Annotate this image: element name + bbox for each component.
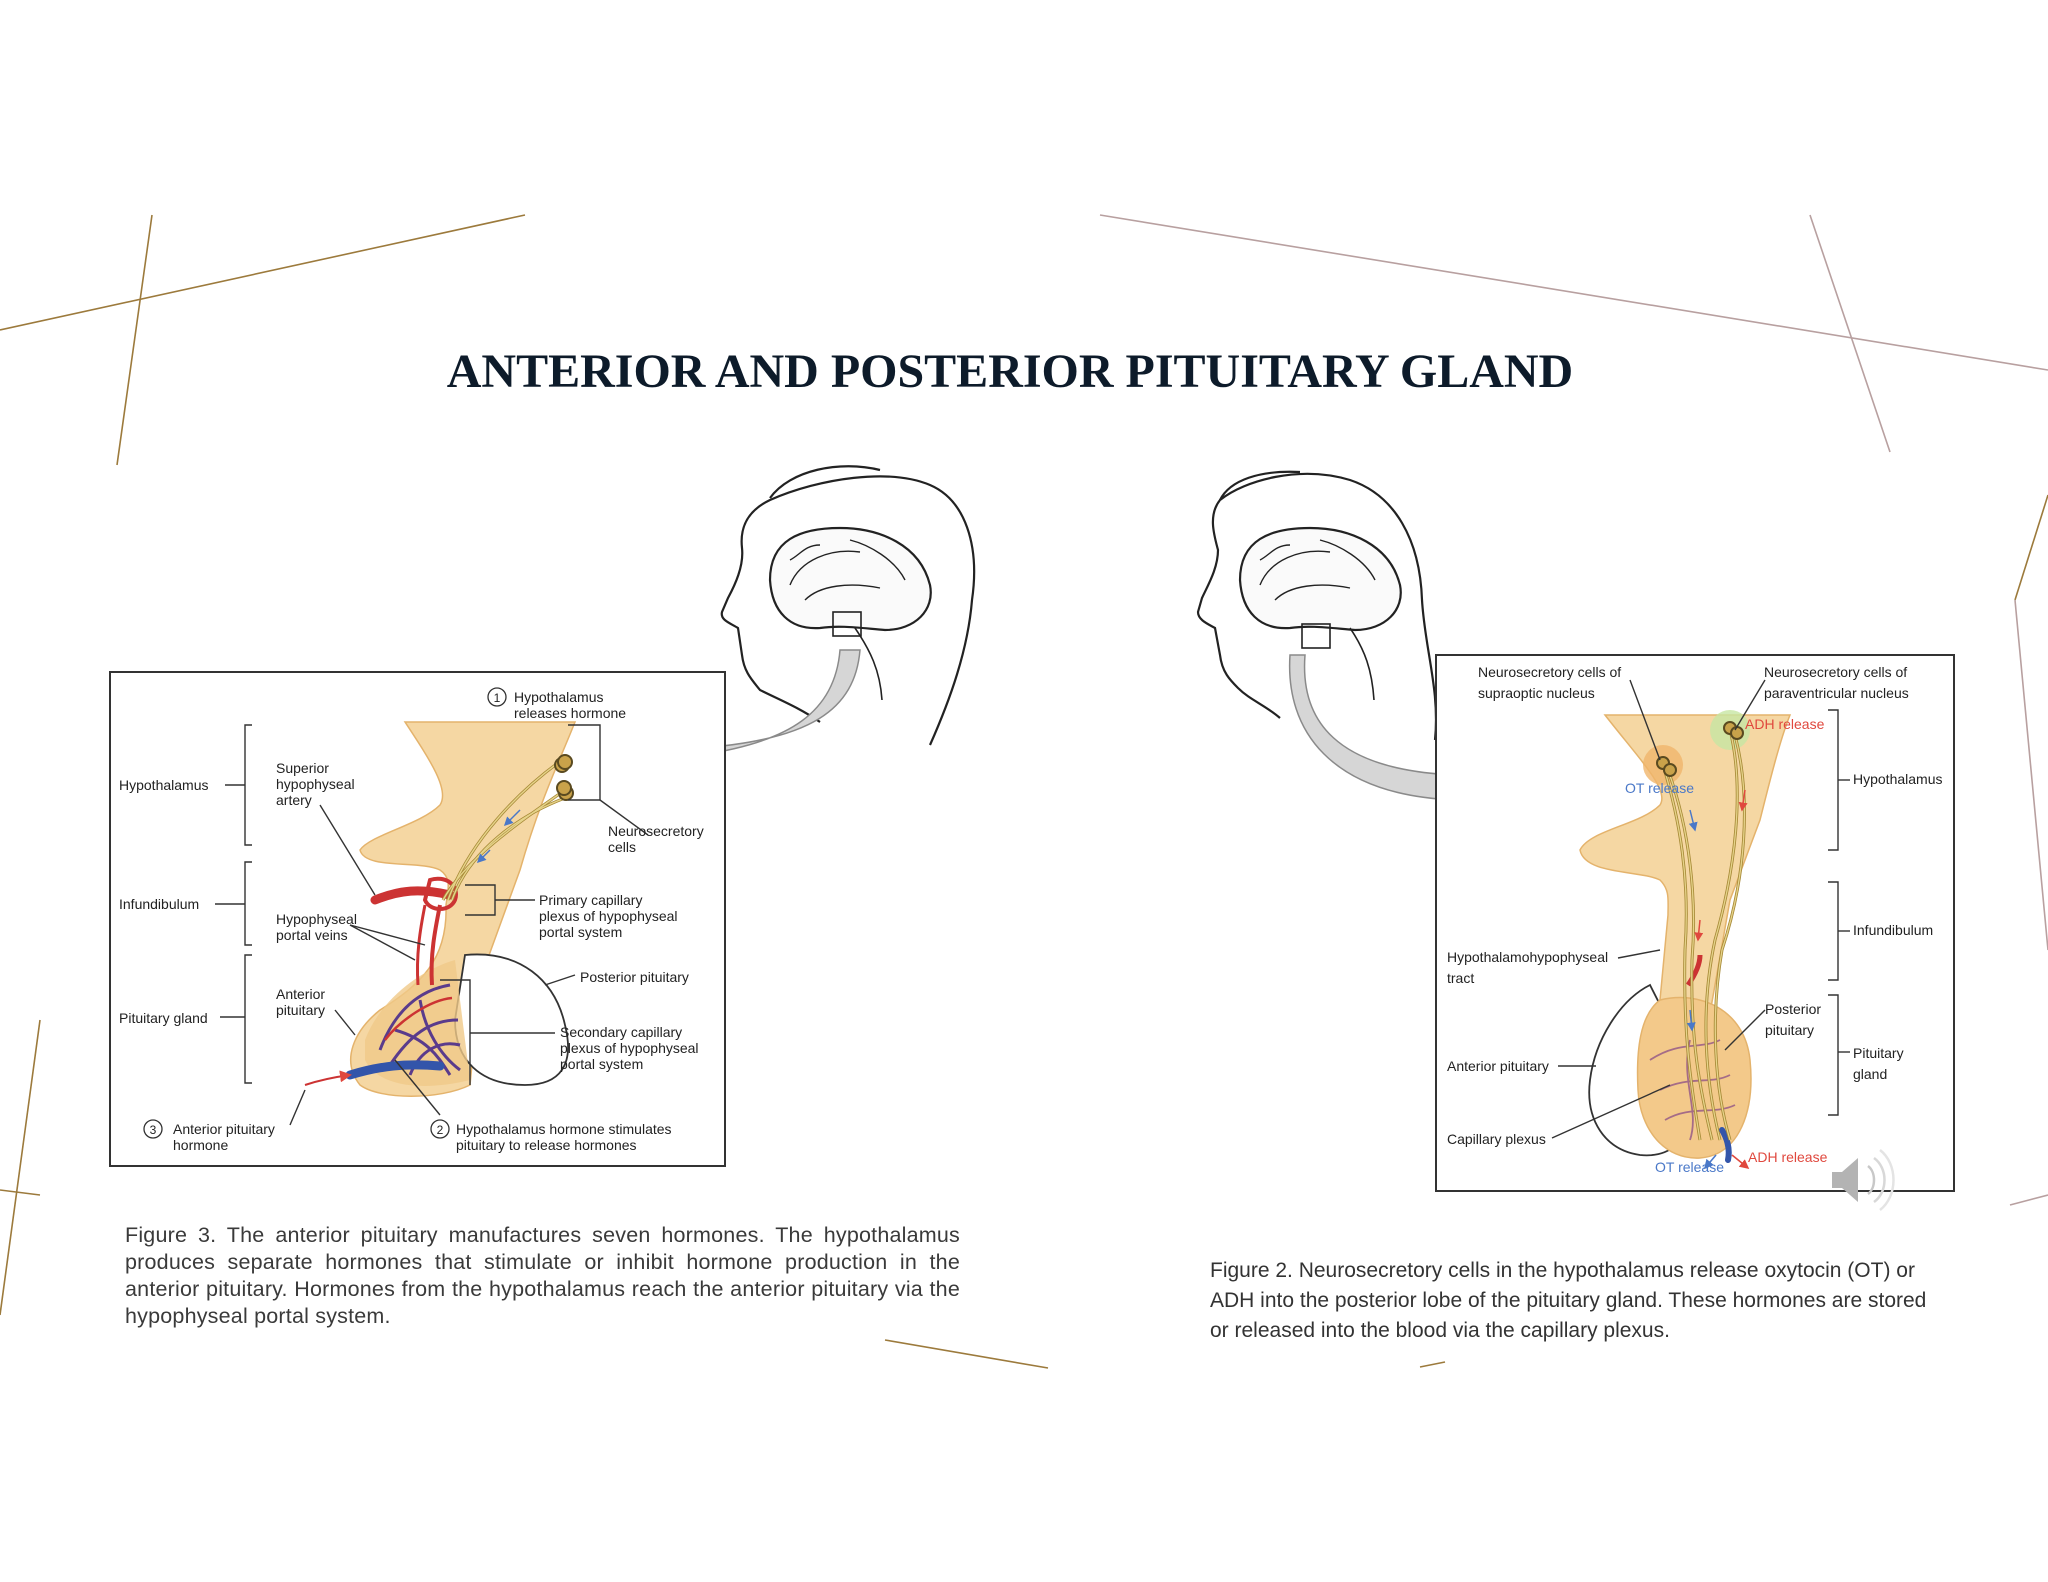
label-neurosecretory-2: cells bbox=[608, 839, 636, 855]
label-infundibulum-right: Infundibulum bbox=[1853, 922, 1933, 938]
label-primary-plexus: Primary capillary bbox=[539, 892, 642, 908]
label-primary-plexus-3: portal system bbox=[539, 924, 622, 940]
label-anterior-right: Anterior pituitary bbox=[1447, 1058, 1549, 1074]
label-tract: Hypothalamohypophyseal bbox=[1447, 949, 1608, 965]
step-1-label-2: releases hormone bbox=[514, 705, 626, 721]
step-1-number: 1 bbox=[494, 691, 501, 705]
label-primary-plexus-2: plexus of hypophyseal bbox=[539, 908, 678, 924]
label-superior-artery-2: hypophyseal bbox=[276, 776, 355, 792]
label-pituitary-gland-right: Pituitary bbox=[1853, 1045, 1904, 1061]
label-secondary-plexus-2: plexus of hypophyseal bbox=[560, 1040, 699, 1056]
right-anatomy bbox=[1579, 710, 1792, 1170]
left-anatomy bbox=[304, 721, 577, 1097]
label-capillary-plexus: Capillary plexus bbox=[1447, 1131, 1546, 1147]
slide-title: ANTERIOR AND POSTERIOR PITUITARY GLAND bbox=[447, 345, 1573, 398]
label-anterior-pituitary-2: pituitary bbox=[276, 1002, 325, 1018]
right-head-brain bbox=[1196, 470, 1438, 741]
right-labels: Neurosecretory cells of supraoptic nucle… bbox=[1447, 664, 1943, 1175]
label-secondary-plexus-3: portal system bbox=[560, 1056, 643, 1072]
label-adh-release-top: ADH release bbox=[1745, 716, 1825, 732]
label-adh-release-bottom: ADH release bbox=[1748, 1149, 1828, 1165]
decorative-lines bbox=[0, 214, 2048, 1369]
label-pituitary-gland: Pituitary gland bbox=[119, 1010, 208, 1026]
step-2-label-2: pituitary to release hormones bbox=[456, 1137, 637, 1153]
label-supraoptic-2: supraoptic nucleus bbox=[1478, 685, 1595, 701]
label-superior-artery: Superior bbox=[276, 760, 329, 776]
label-paraventricular: Neurosecretory cells of bbox=[1764, 664, 1907, 680]
left-labels: 1 Hypothalamus releases hormone Hypothal… bbox=[119, 687, 704, 1153]
label-portal-veins: Hypophyseal bbox=[276, 911, 357, 927]
label-secondary-plexus: Secondary capillary bbox=[560, 1024, 682, 1040]
label-pituitary-gland-right-2: gland bbox=[1853, 1066, 1887, 1082]
label-hypothalamus-right: Hypothalamus bbox=[1853, 771, 1943, 787]
step-3-label: Anterior pituitary bbox=[173, 1121, 275, 1137]
label-paraventricular-2: paraventricular nucleus bbox=[1764, 685, 1909, 701]
label-neurosecretory: Neurosecretory bbox=[608, 823, 704, 839]
left-leader-lines bbox=[215, 724, 649, 1126]
step-3-label-2: hormone bbox=[173, 1137, 228, 1153]
step-3-number: 3 bbox=[150, 1123, 157, 1137]
step-2-number: 2 bbox=[437, 1123, 444, 1137]
label-superior-artery-3: artery bbox=[276, 792, 312, 808]
left-head-brain bbox=[720, 465, 976, 746]
right-leader-lines bbox=[1551, 679, 1850, 1139]
label-posterior-pituitary: Posterior pituitary bbox=[580, 969, 689, 985]
label-ot-release-top: OT release bbox=[1625, 780, 1694, 796]
label-hypothalamus: Hypothalamus bbox=[119, 777, 209, 793]
label-tract-2: tract bbox=[1447, 970, 1474, 986]
speaker-icon[interactable] bbox=[1832, 1149, 1895, 1211]
label-supraoptic: Neurosecretory cells of bbox=[1478, 664, 1621, 680]
label-infundibulum: Infundibulum bbox=[119, 896, 199, 912]
step-1-label: Hypothalamus bbox=[514, 689, 604, 705]
label-portal-veins-2: portal veins bbox=[276, 927, 348, 943]
label-posterior-right-2: pituitary bbox=[1765, 1022, 1814, 1038]
label-ot-release-bottom: OT release bbox=[1655, 1159, 1724, 1175]
right-figure-caption: Figure 2. Neurosecretory cells in the hy… bbox=[1210, 1259, 1927, 1342]
label-anterior-pituitary: Anterior bbox=[276, 986, 325, 1002]
step-2-label: Hypothalamus hormone stimulates bbox=[456, 1121, 672, 1137]
label-posterior-right: Posterior bbox=[1765, 1001, 1821, 1017]
left-figure-caption: Figure 3. The anterior pituitary manufac… bbox=[125, 1222, 960, 1328]
